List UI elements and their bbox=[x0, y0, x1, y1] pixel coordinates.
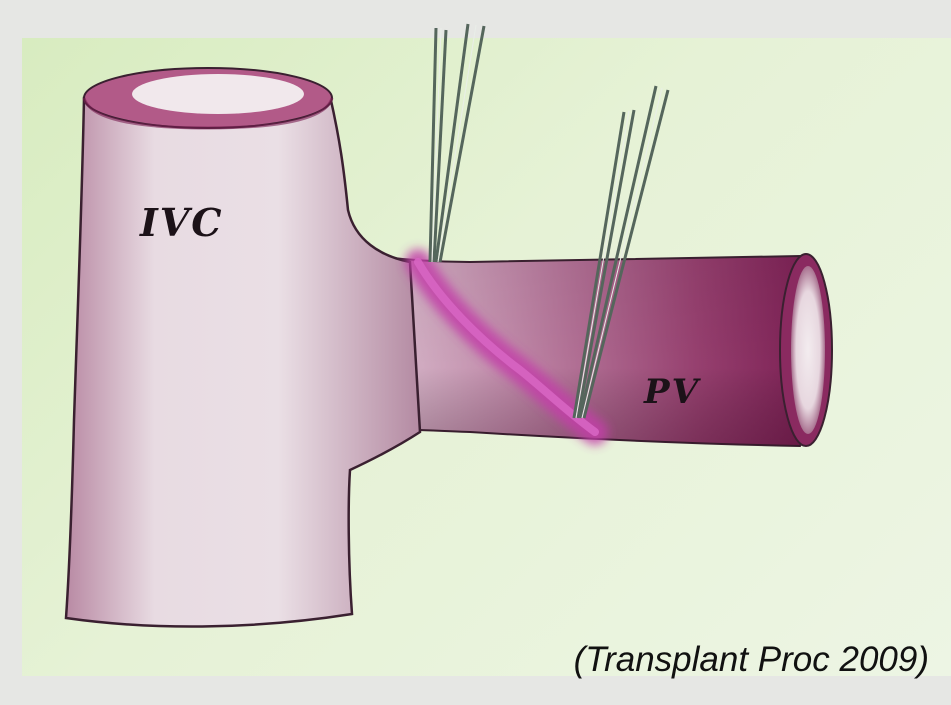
pv-label: PV bbox=[644, 372, 700, 412]
citation-text: (Transplant Proc 2009) bbox=[574, 640, 929, 680]
inferior-vena-cava bbox=[66, 96, 420, 627]
ivc-top-opening bbox=[84, 68, 332, 128]
ivc-label: IVC bbox=[140, 200, 224, 245]
portal-vein-opening bbox=[780, 254, 832, 446]
suture-needles-upper bbox=[430, 24, 484, 262]
